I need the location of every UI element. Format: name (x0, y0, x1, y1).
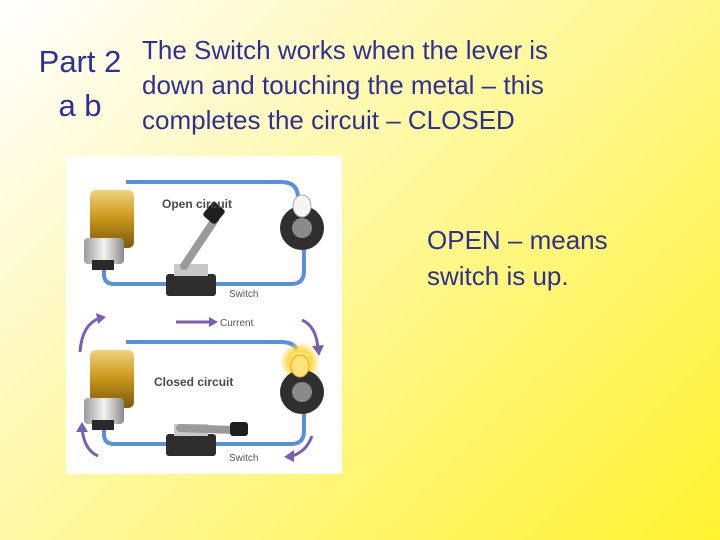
open-wire-left (102, 254, 166, 286)
open-switch (166, 202, 225, 296)
body-line-3: completes the circuit – CLOSED (142, 105, 515, 135)
title-line-1: Part 2 (38, 44, 122, 79)
open-note: OPEN – means switch is up. (427, 222, 608, 294)
closed-circuit-diagram: Closed circuit Switch (84, 340, 324, 464)
closed-circuit-label: Closed circuit (154, 375, 233, 389)
closed-wire-top (126, 340, 300, 362)
closed-bulb (280, 342, 324, 414)
current-indicator: Current (76, 313, 324, 462)
body-line-2: down and touching the metal – this (142, 70, 544, 100)
slide-title: Part 2 a b (20, 40, 140, 128)
current-arrow-right (301, 318, 320, 349)
closed-switch (166, 422, 248, 456)
switch-label-bottom: Switch (229, 453, 258, 464)
title-line-2: a b (58, 88, 102, 123)
switch-label-top: Switch (229, 289, 258, 300)
open-wire-right (216, 248, 306, 286)
closed-wire-right (216, 408, 306, 446)
note-line-1: OPEN – means (427, 225, 608, 255)
current-label: Current (220, 318, 254, 329)
open-bulb (280, 194, 324, 250)
closed-wire-left (102, 414, 166, 446)
circuit-illustration: Open circuit Switch Current (66, 156, 342, 474)
circuit-svg: Open circuit Switch Current (76, 180, 324, 464)
slide-body-text: The Switch works when the lever is down … (142, 33, 712, 138)
open-motor (84, 190, 134, 270)
open-circuit-label: Open circuit (162, 197, 232, 211)
open-circuit-diagram: Open circuit Switch (84, 180, 324, 300)
current-arrow-left (78, 316, 101, 353)
body-line-1: The Switch works when the lever is (142, 35, 549, 65)
closed-motor (84, 350, 134, 430)
current-arrow-bottom-left (80, 427, 99, 458)
current-arrow-bottom-right (291, 435, 314, 458)
note-line-2: switch is up. (427, 261, 569, 291)
